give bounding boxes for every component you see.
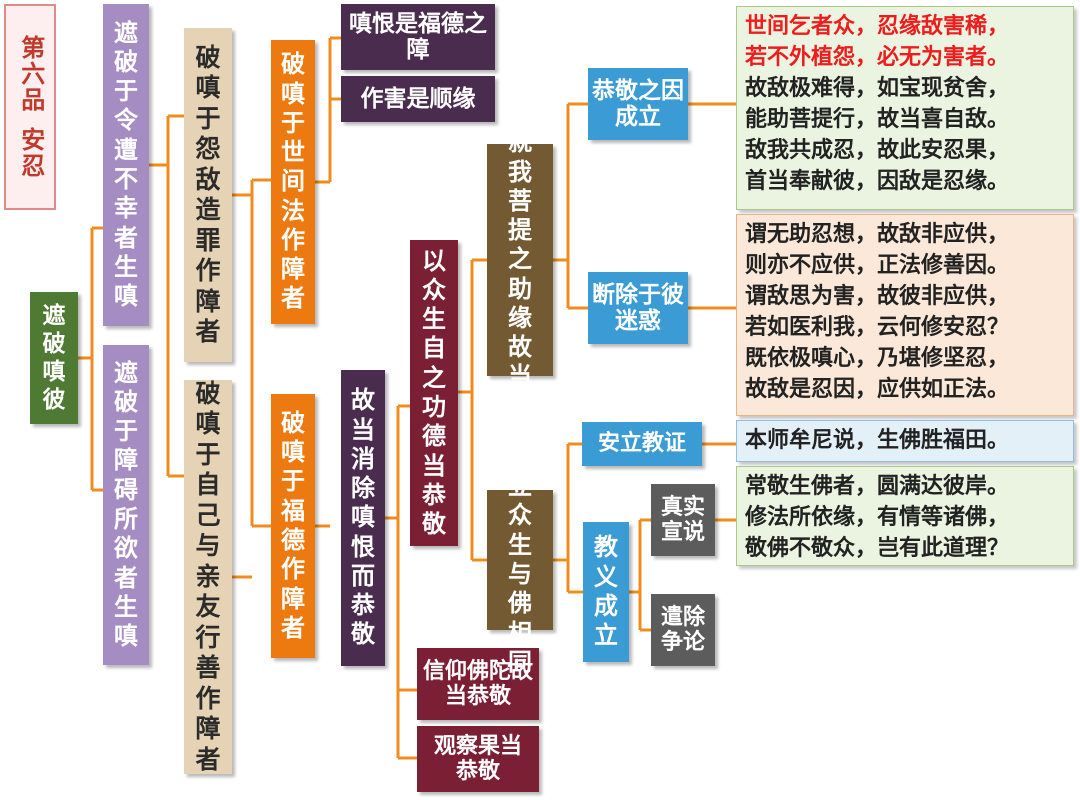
node-faith-buddha: 信仰佛陀故当恭敬 bbox=[417, 648, 539, 720]
node-harm-favorable: 作害是顺缘 bbox=[341, 76, 495, 122]
node-helper: 是成就我菩提之助缘故当恭敬 bbox=[487, 70, 553, 449]
verse-line: 谓敌思为害，故彼非应供， bbox=[745, 284, 1010, 309]
node-friends-good: 破嗔于自己与亲友行善作障者 bbox=[184, 378, 232, 774]
node-label: 遮破嗔彼 bbox=[42, 302, 66, 414]
verse-line: 若如医利我，云何修安忍？ bbox=[745, 315, 1010, 340]
chapter-label: 第六品 安忍 bbox=[4, 4, 56, 210]
verse-2-lines: 谓无助忍想，故敌非应供， 则亦不应供，正法修善因。谓敌思为害，故彼非应供， 若如医利… bbox=[745, 219, 1065, 405]
node-label: 遮破于令遭不幸者生嗔 bbox=[114, 18, 138, 311]
verse-line: 则亦不应供，正法修善因。 bbox=[745, 253, 1010, 278]
chapter-title: 安忍 bbox=[16, 127, 45, 179]
verse-3-lines: 本师牟尼说，生佛胜福田。 bbox=[745, 425, 1065, 456]
node-worldly: 破嗔于世间法作障者 bbox=[271, 40, 315, 324]
node-label: 破嗔于世间法作障者 bbox=[281, 50, 305, 313]
node-label: 是成就我菩提之助缘故当恭敬 bbox=[508, 69, 532, 449]
verse-line: 若不外植怨，必无为害者。 bbox=[745, 45, 1010, 70]
node-root: 遮破嗔彼 bbox=[30, 292, 78, 424]
node-label: 以众生自之功德当恭敬 bbox=[422, 246, 446, 539]
node-branch-b: 遮破于障碍所欲者生嗔 bbox=[103, 345, 149, 665]
node-observe-result: 观察果当恭敬 bbox=[417, 726, 539, 792]
verse-box-1: 世间乞者众，忍缘敌害稀， 若不外植怨，必无为害者。故敌极难得，如宝现贫舍， 能助菩提… bbox=[736, 6, 1074, 210]
verse-line: 能助菩提行，故当喜自敌。 bbox=[745, 107, 1010, 132]
node-merit: 破嗔于福德作障者 bbox=[271, 394, 315, 658]
verse-box-3: 本师牟尼说，生佛胜福田。 bbox=[736, 420, 1074, 462]
verse-box-4: 常敬生佛者，圆满达彼岸。修法所依缘，有情等诸佛， 敬佛不敬众，岂有此道理？ bbox=[736, 466, 1074, 566]
verse-line: 故敌是忍因，应供如正法。 bbox=[745, 377, 1010, 402]
node-equal: 建立众生与佛相同 bbox=[487, 443, 553, 676]
node-beings-merit: 以众生自之功德当恭敬 bbox=[410, 240, 458, 546]
node-doctrine: 教义成立 bbox=[583, 522, 629, 662]
node-label: 教义成立 bbox=[594, 533, 618, 650]
node-therefore-respect: 故当消除嗔恨而恭敬 bbox=[341, 370, 385, 666]
node-label: 破嗔于自己与亲友行善作障者 bbox=[195, 378, 221, 774]
node-label: 故当消除嗔恨而恭敬 bbox=[351, 386, 375, 649]
verse-line: 首当奉献彼，因敌是忍缘。 bbox=[745, 169, 1010, 194]
verse-1-lines: 世间乞者众，忍缘敌害稀， 若不外植怨，必无为害者。故敌极难得，如宝现贫舍， 能助菩提… bbox=[745, 11, 1065, 197]
verse-line: 谓无助忍想，故敌非应供， bbox=[745, 222, 1010, 247]
node-enemy-wrong: 破嗔于怨敌造罪作障者 bbox=[184, 28, 232, 362]
verse-line: 常敬生佛者，圆满达彼岸。 bbox=[745, 474, 1010, 499]
node-establish-teaching: 安立教证 bbox=[582, 422, 702, 466]
verse-line: 修法所依缘，有情等诸佛， bbox=[745, 505, 1010, 530]
node-respect-cause: 恭敬之因成立 bbox=[588, 68, 688, 140]
node-hatred-obstacle: 嗔恨是福德之障 bbox=[341, 4, 495, 70]
node-true-statement: 真实宣说 bbox=[651, 484, 715, 556]
node-label: 建立众生与佛相同 bbox=[508, 442, 532, 676]
verse-4-lines: 常敬生佛者，圆满达彼岸。修法所依缘，有情等诸佛， 敬佛不敬众，岂有此道理？ bbox=[745, 471, 1065, 564]
node-remove-dispute: 遣除争论 bbox=[651, 594, 715, 666]
node-label: 遮破于障碍所欲者生嗔 bbox=[114, 358, 138, 651]
verse-line: 故敌极难得，如宝现贫舍， bbox=[745, 76, 1010, 101]
verse-line: 既依极嗔心，乃堪修坚忍， bbox=[745, 346, 1010, 371]
verse-line: 本师牟尼说，生佛胜福田。 bbox=[745, 428, 1010, 453]
node-label: 破嗔于福德作障者 bbox=[281, 408, 305, 642]
verse-box-2: 谓无助忍想，故敌非应供， 则亦不应供，正法修善因。谓敌思为害，故彼非应供， 若如医利… bbox=[736, 214, 1074, 416]
node-dispel-confusion: 断除于彼迷惑 bbox=[588, 272, 688, 344]
verse-line: 世间乞者众，忍缘敌害稀， bbox=[745, 14, 1010, 39]
node-branch-a: 遮破于令遭不幸者生嗔 bbox=[103, 4, 149, 326]
chapter-number: 第六品 bbox=[16, 35, 45, 113]
node-label: 破嗔于怨敌造罪作障者 bbox=[195, 42, 221, 347]
verse-line: 敌我共成忍，故此安忍果， bbox=[745, 138, 1010, 163]
verse-line: 敬佛不敬众，岂有此道理？ bbox=[745, 536, 1010, 561]
